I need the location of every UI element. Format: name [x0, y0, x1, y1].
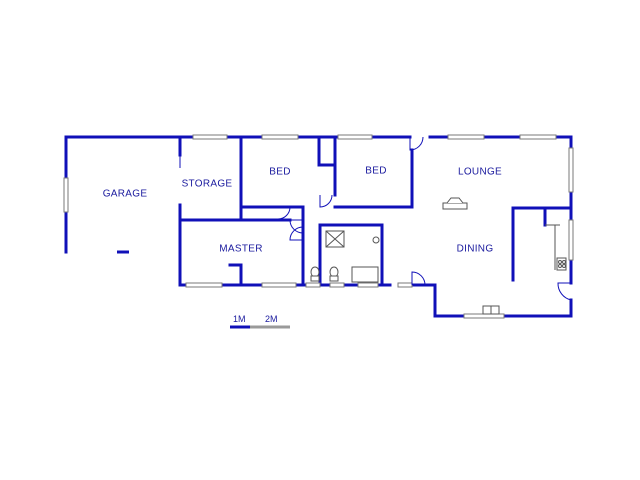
- room-label-lounge: LOUNGE: [457, 166, 503, 178]
- bathroom-fixtures: [310, 230, 380, 283]
- room-label-bed-1: BED: [269, 166, 291, 178]
- room-label-storage: STORAGE: [181, 178, 233, 190]
- room-label-master: MASTER: [219, 243, 263, 255]
- kitchen-fixtures: [482, 224, 567, 315]
- windows: [63, 134, 574, 319]
- fireplace: [442, 197, 468, 210]
- doors: [179, 136, 572, 301]
- scale-label-1m: 1M: [233, 314, 246, 324]
- scale-label-2m: 2M: [265, 314, 278, 324]
- room-label-dining: DINING: [456, 243, 494, 255]
- room-label-bed-2: BED: [365, 165, 387, 177]
- room-label-garage: GARAGE: [102, 188, 148, 200]
- interior-walls: [178, 135, 573, 287]
